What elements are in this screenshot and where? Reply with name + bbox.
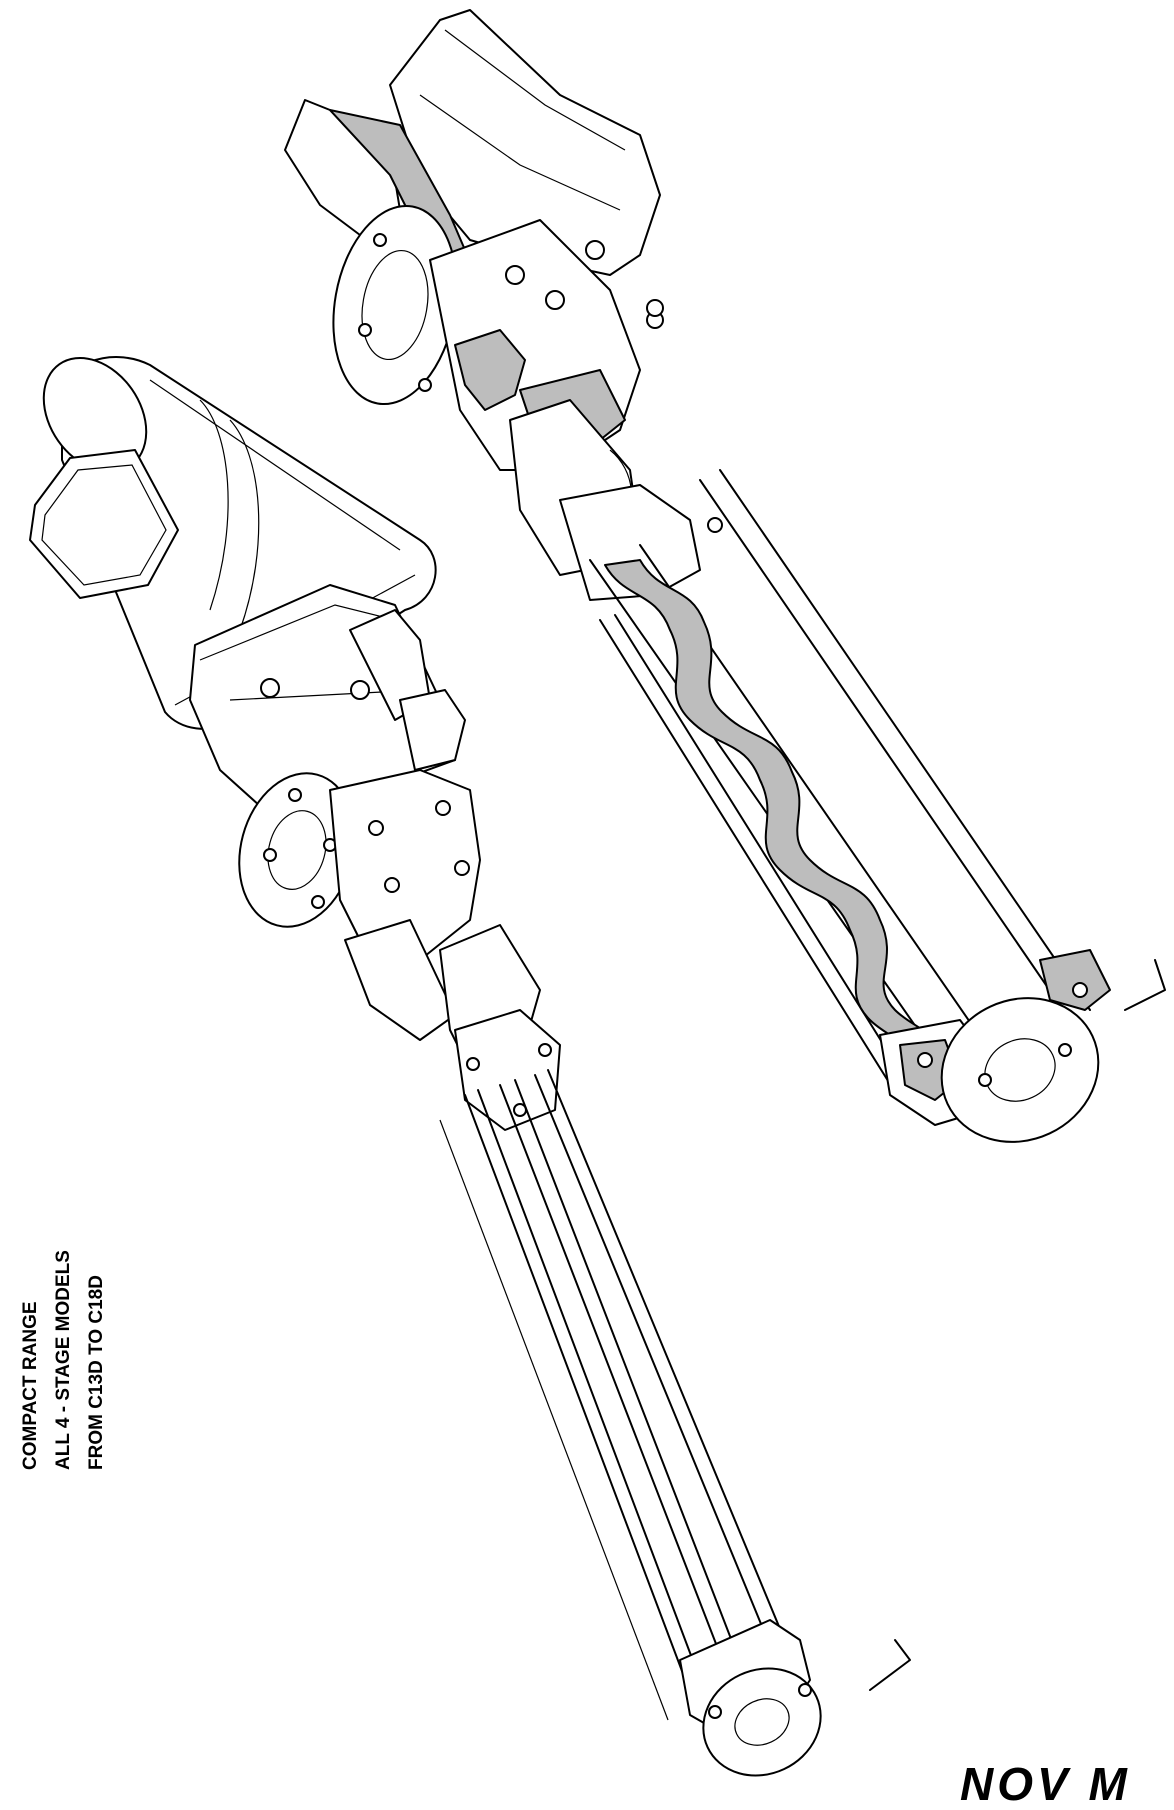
caption-line-range: COMPACT RANGE bbox=[20, 1301, 41, 1470]
pump-body-section bbox=[429, 219, 664, 471]
discharge-flange-lower bbox=[679, 1619, 911, 1777]
caption-line-models: ALL 4 - STAGE MODELS bbox=[53, 1250, 74, 1470]
brand-logo: NOV M bbox=[960, 1758, 1131, 1810]
sectioned-pump bbox=[284, 9, 1166, 1143]
caption-line-from-to: FROM C13D TO C18D bbox=[86, 1275, 107, 1470]
suction-flange-upper bbox=[332, 204, 458, 406]
suction-flange bbox=[238, 772, 356, 928]
motor-driven-pump bbox=[29, 356, 911, 1777]
discharge-end-section bbox=[879, 949, 1166, 1143]
model-caption: COMPACT RANGE ALL 4 - STAGE MODELS FROM … bbox=[14, 1250, 113, 1470]
gearbox-housing bbox=[189, 584, 466, 816]
bearing-housing bbox=[389, 9, 664, 329]
stator-housing bbox=[509, 399, 723, 601]
stator-and-tie-rods bbox=[439, 1069, 796, 1721]
rotor-and-stator-section bbox=[589, 469, 1091, 1101]
